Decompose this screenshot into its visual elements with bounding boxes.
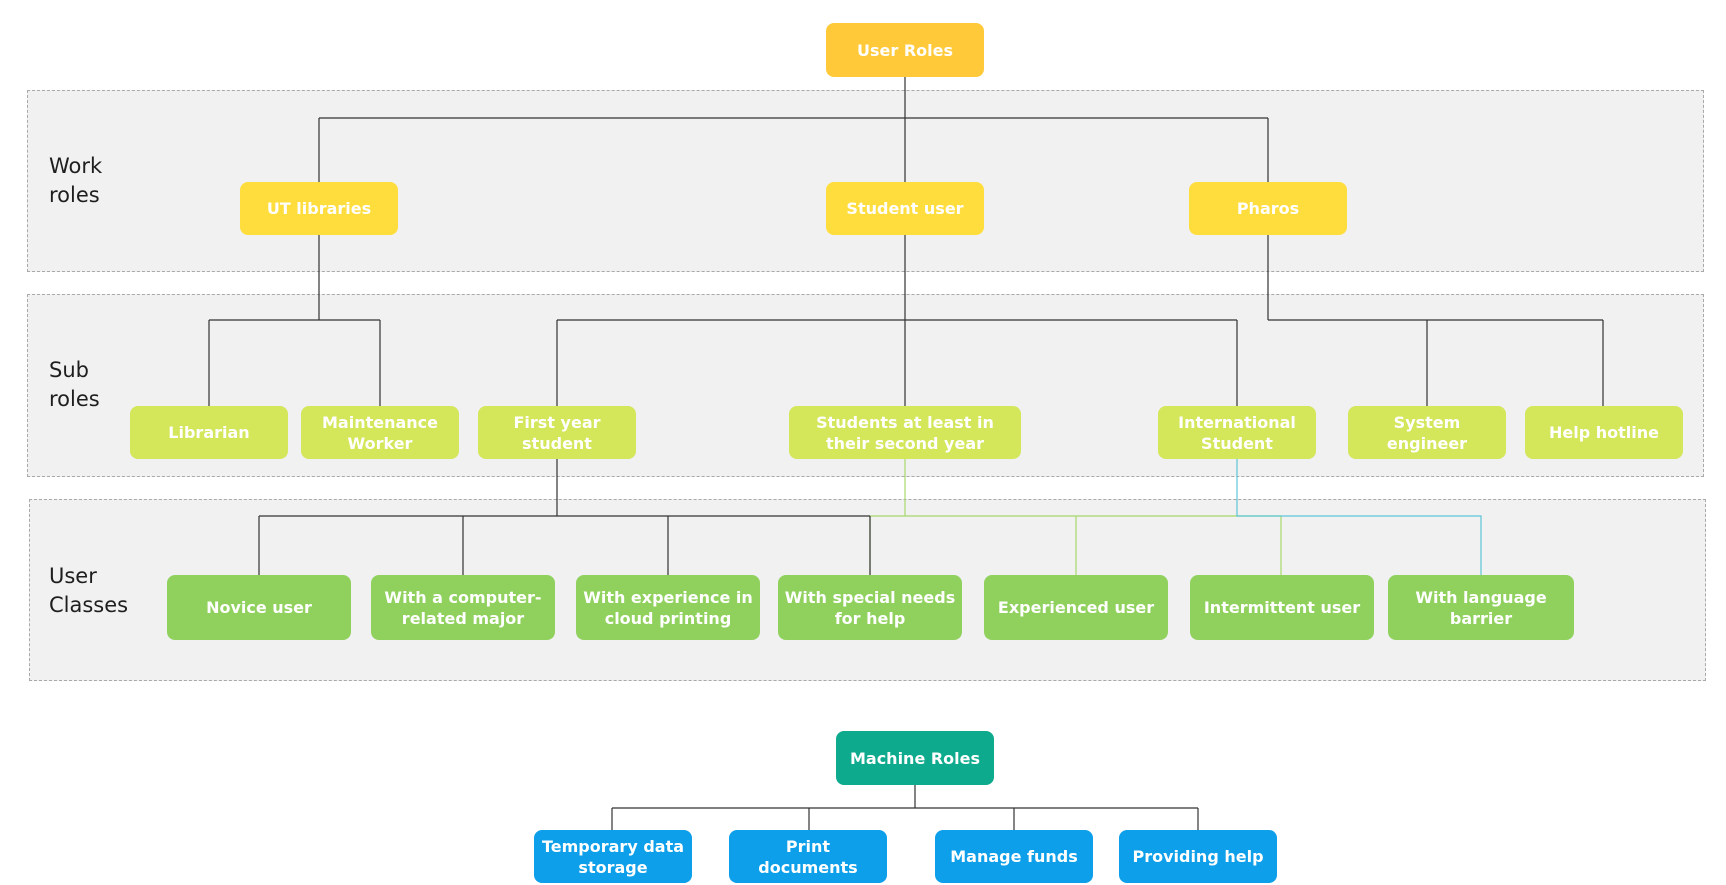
pharos-node: Pharos [1189, 182, 1347, 235]
novice-user-node: Novice user [167, 575, 351, 640]
connector-second-year [869, 459, 1282, 575]
user-roles-node: User Roles [826, 23, 984, 77]
first-year-student-node: First year student [478, 406, 636, 459]
ut-libraries-node: UT libraries [240, 182, 398, 235]
manage-funds-node: Manage funds [935, 830, 1093, 883]
system-engineer-node: System engineer [1348, 406, 1506, 459]
intermittent-user-node: Intermittent user [1190, 575, 1374, 640]
connector-root-work-roles [318, 77, 1269, 182]
international-student-node: International Student [1158, 406, 1316, 459]
print-documents-node: Print documents [729, 830, 887, 883]
machine-roles-node: Machine Roles [836, 731, 994, 785]
work-roles-label: Work roles [49, 154, 103, 207]
computer-major-node: With a computer-related major [371, 575, 555, 640]
student-user-node: Student user [826, 182, 984, 235]
librarian-node: Librarian [130, 406, 288, 459]
help-hotline-node: Help hotline [1525, 406, 1683, 459]
connector-first-year [258, 459, 871, 575]
work-roles-band [27, 90, 1704, 272]
maintenance-worker-node: Maintenance Worker [301, 406, 459, 459]
connector-machine-roles [611, 785, 1199, 830]
language-barrier-node: With language barrier [1388, 575, 1574, 640]
experienced-user-node: Experienced user [984, 575, 1168, 640]
connector-student-user [556, 235, 1238, 406]
special-needs-node: With special needs for help [778, 575, 962, 640]
connector-international [1236, 459, 1482, 575]
connector-pharos [1267, 235, 1604, 406]
students-second-year-node: Students at least in their second year [789, 406, 1021, 459]
connector-ut-libraries [208, 235, 381, 406]
sub-roles-label: Sub roles [49, 358, 100, 411]
cloud-printing-node: With experience in cloud printing [576, 575, 760, 640]
user-classes-label: User Classes [49, 564, 129, 617]
temporary-storage-node: Temporary data storage [534, 830, 692, 883]
providing-help-node: Providing help [1119, 830, 1277, 883]
